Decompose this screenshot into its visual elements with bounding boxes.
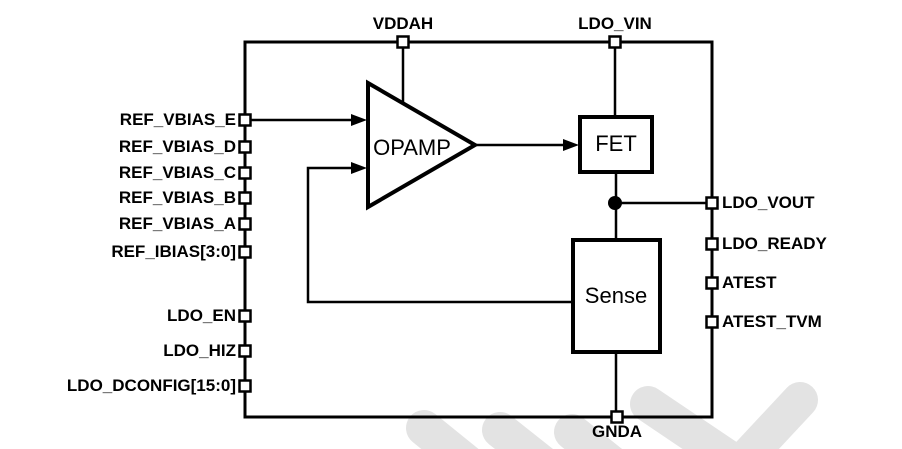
pin-square-ref-vbias-c (238, 166, 252, 180)
pin-square-ref-vbias-a (238, 217, 252, 231)
arrowhead-opamp-input-top (351, 114, 367, 126)
pin-square-ldo-ready (705, 237, 719, 251)
watermark-graphic (406, 382, 818, 449)
pin-square-atest (705, 276, 719, 290)
watermark-stroke (729, 382, 818, 449)
pin-square-gnda (610, 410, 624, 424)
opamp-triangle (366, 79, 479, 211)
pin-label-ref-ibias: REF_IBIAS[3:0] (111, 242, 236, 261)
pin-square-vddah (396, 35, 410, 49)
pin-label-atest: ATEST (722, 273, 777, 292)
pin-label-ref-vbias-b: REF_VBIAS_B (118, 188, 236, 207)
pin-square-ref-vbias-b (238, 191, 252, 205)
wire-sense-feedback (306, 166, 573, 304)
watermark-stroke (630, 386, 747, 449)
wires (245, 42, 712, 417)
pin-label-ref-vbias-d: REF_VBIAS_D (118, 137, 236, 156)
arrowheads (351, 114, 579, 174)
pin-label-ref-vbias-e: REF_VBIAS_E (119, 110, 236, 129)
module-boundary-box (243, 40, 714, 419)
pin-label-ldo-vin: LDO_VIN (578, 14, 652, 33)
pin-label-atest-tvm: ATEST_TVM (722, 312, 822, 331)
junction-dot (608, 196, 622, 210)
fet-box (578, 115, 654, 174)
pin-square-ldo-vin (608, 35, 622, 49)
pin-square-ref-vbias-e (238, 113, 252, 127)
pin-label-ldo-en: LDO_EN (167, 306, 236, 325)
watermark-stroke (554, 414, 623, 449)
sense-label: Sense (584, 283, 648, 308)
sense-box (571, 238, 662, 354)
pin-label-ldo-hiz: LDO_HIZ (163, 341, 236, 360)
pin-square-ldo-dconfig (238, 379, 252, 393)
arrowhead-opamp-input-bottom (351, 162, 367, 174)
pin-label-ref-vbias-a: REF_VBIAS_A (118, 214, 236, 233)
pin-label-ldo-vout: LDO_VOUT (722, 193, 815, 212)
pin-label-vddah: VDDAH (372, 14, 434, 33)
pin-squares (238, 35, 719, 424)
pin-square-ldo-hiz (238, 344, 252, 358)
pin-label-ldo-ready: LDO_READY (722, 234, 827, 253)
pin-square-atest-tvm (705, 315, 719, 329)
pin-square-ref-vbias-d (238, 140, 252, 154)
opamp-label: OPAMP (373, 135, 451, 160)
watermark-stroke (482, 412, 553, 449)
pin-label-ref-vbias-c: REF_VBIAS_C (118, 163, 236, 182)
watermark-stroke (406, 410, 479, 449)
pin-square-ldo-en (238, 309, 252, 323)
fet-label: FET (595, 131, 637, 156)
pin-square-ref-ibias (238, 245, 252, 259)
pin-square-ldo-vout (705, 196, 719, 210)
pin-label-ldo-dconfig: LDO_DCONFIG[15:0] (66, 376, 236, 395)
pin-label-gnda: GNDA (591, 422, 643, 441)
arrowhead-fet-input (563, 139, 579, 151)
